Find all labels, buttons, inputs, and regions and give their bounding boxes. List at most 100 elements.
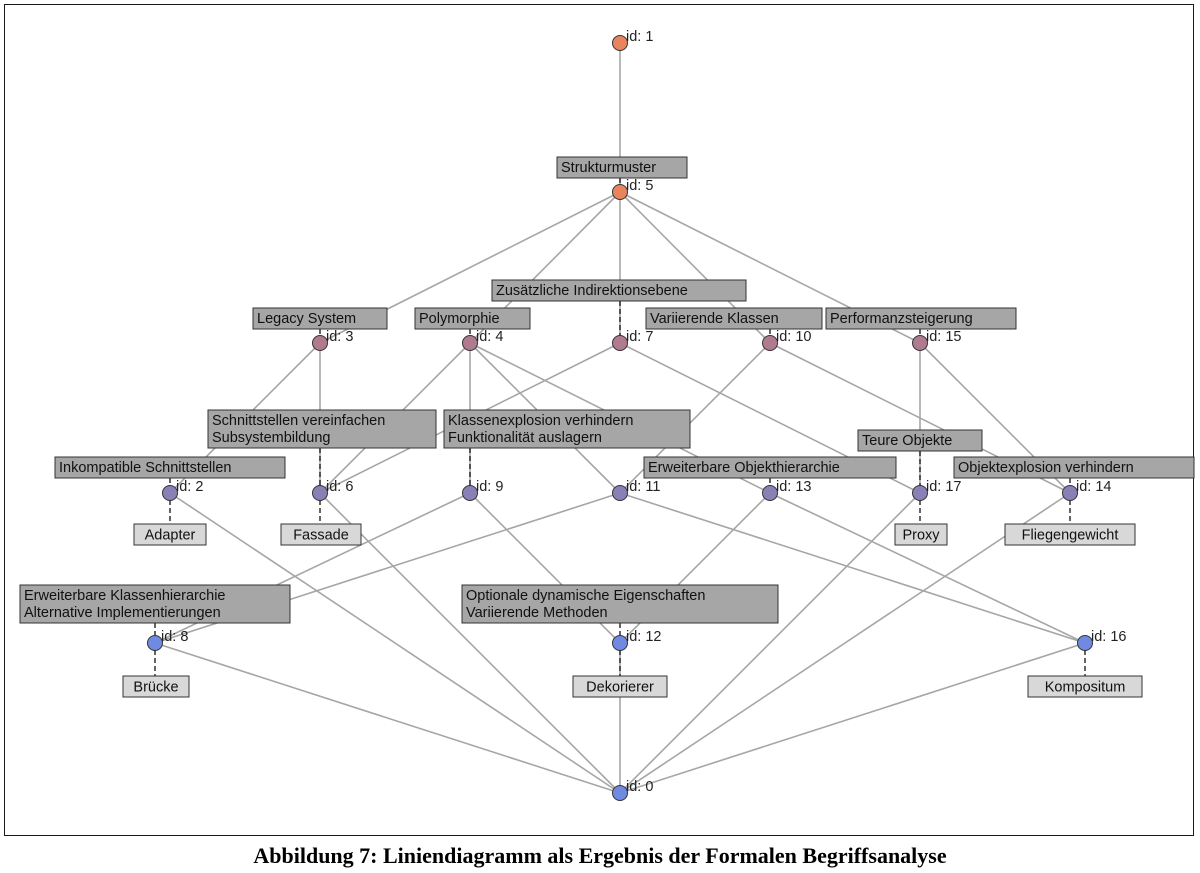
object-label: Adapter: [133, 523, 207, 546]
concept-node: id: 2: [162, 479, 203, 501]
concept-node-circle: [462, 335, 478, 351]
concept-lattice: id: 1 id: 5 id: 3 id: 4 id: 7 id: 10 id: 15 id:…: [19, 29, 1195, 801]
concept-node-id: id: 7: [626, 329, 653, 345]
concept-node-id: id: 13: [776, 479, 811, 495]
object-label: Dekorierer: [572, 675, 668, 698]
attribute-label-box: [414, 307, 531, 330]
attribute-label-text: Variierende Klassen: [650, 311, 779, 327]
attribute-label: Zusätzliche Indirektionsebene: [491, 279, 747, 302]
edge-6-0: [319, 492, 621, 794]
attribute-label-text: Funktionalität auslagern: [448, 430, 602, 446]
concept-node-circle: [162, 485, 178, 501]
attribute-label-box: [556, 156, 688, 179]
concept-node-circle: [612, 635, 628, 651]
attribute-label: Performanzsteigerung: [825, 307, 1017, 330]
edge-14-0: [619, 492, 1071, 794]
concept-node-circle: [762, 485, 778, 501]
concept-node: id: 8: [147, 629, 188, 651]
concept-node: id: 12: [612, 629, 661, 651]
concept-node-circle: [612, 785, 628, 801]
concept-node: id: 0: [612, 779, 653, 801]
object-label: Fliegengewicht: [1004, 523, 1136, 546]
attribute-label-text: Teure Objekte: [862, 433, 952, 449]
concept-node: id: 9: [462, 479, 503, 501]
concept-node: id: 17: [912, 479, 961, 501]
attribute-label-text: Variierende Methoden: [466, 605, 608, 621]
attribute-label: Optionale dynamische EigenschaftenVariie…: [461, 584, 779, 624]
concept-node-circle: [462, 485, 478, 501]
concept-node-id: id: 4: [476, 329, 503, 345]
attribute-label: Strukturmuster: [556, 156, 688, 179]
attribute-label: Teure Objekte: [857, 429, 983, 452]
attribute-label-box: [491, 279, 747, 302]
concept-node-circle: [312, 335, 328, 351]
concept-node-id: id: 17: [926, 479, 961, 495]
concept-node: id: 7: [612, 329, 653, 351]
object-label-text: Kompositum: [1045, 680, 1126, 696]
concept-node: id: 13: [762, 479, 811, 501]
attribute-label-box: [645, 307, 823, 330]
attribute-label-text: Erweiterbare Objekthierarchie: [648, 460, 840, 476]
concept-node-circle: [1062, 485, 1078, 501]
object-label-box: [1027, 675, 1143, 698]
object-label: Proxy: [894, 523, 948, 546]
concept-node-circle: [912, 335, 928, 351]
attribute-label: Variierende Klassen: [645, 307, 823, 330]
concept-node-id: id: 1: [626, 29, 653, 45]
object-label: Fassade: [280, 523, 362, 546]
concept-node-id: id: 0: [626, 779, 653, 795]
concept-node-circle: [312, 485, 328, 501]
concept-node-id: id: 2: [176, 479, 203, 495]
concept-node-id: id: 9: [476, 479, 503, 495]
attribute-label-text: Klassenexplosion verhindern: [448, 413, 633, 429]
concept-node-id: id: 8: [161, 629, 188, 645]
attribute-label: Legacy System: [252, 307, 388, 330]
attribute-label-box: [252, 307, 388, 330]
nodes-layer: id: 1 id: 5 id: 3 id: 4 id: 7 id: 10 id: 15 id:…: [147, 29, 1126, 801]
attribute-label-text: Legacy System: [257, 311, 356, 327]
attribute-label-box: [825, 307, 1017, 330]
concept-node: id: 15: [912, 329, 961, 351]
attribute-label-box: [207, 409, 437, 449]
object-label-text: Adapter: [145, 528, 196, 544]
object-label-box: [122, 675, 190, 698]
concept-node-id: id: 10: [776, 329, 811, 345]
attribute-label: Schnittstellen vereinfachenSubsystembild…: [207, 409, 437, 449]
object-label-box: [1004, 523, 1136, 546]
object-label-text: Brücke: [133, 680, 178, 696]
concept-node-id: id: 15: [926, 329, 961, 345]
attribute-label-text: Zusätzliche Indirektionsebene: [496, 283, 688, 299]
attribute-label-text: Schnittstellen vereinfachen: [212, 413, 385, 429]
concept-node-circle: [762, 335, 778, 351]
attribute-label-box: [461, 584, 779, 624]
concept-node: id: 5: [612, 178, 653, 200]
object-label-text: Proxy: [902, 528, 940, 544]
attribute-label-text: Erweiterbare Klassenhierarchie: [24, 588, 226, 604]
concept-node-circle: [912, 485, 928, 501]
concept-node-circle: [612, 184, 628, 200]
attribute-label-text: Optionale dynamische Eigenschaften: [466, 588, 705, 604]
attribute-label-box: [443, 409, 691, 449]
attribute-label-box: [54, 456, 286, 479]
attribute-label-box: [19, 584, 291, 624]
object-label-box: [280, 523, 362, 546]
attribute-label: Inkompatible Schnittstellen: [54, 456, 286, 479]
attribute-label: Erweiterbare KlassenhierarchieAlternativ…: [19, 584, 291, 624]
concept-node: id: 14: [1062, 479, 1111, 501]
attribute-label-text: Objektexplosion verhindern: [958, 460, 1134, 476]
concept-node: id: 3: [312, 329, 353, 351]
attribute-label-text: Inkompatible Schnittstellen: [59, 460, 232, 476]
concept-node-circle: [147, 635, 163, 651]
object-label-box: [133, 523, 207, 546]
concept-node-id: id: 12: [626, 629, 661, 645]
figure-caption: Abbildung 7: Liniendiagramm als Ergebnis…: [253, 843, 947, 868]
concept-node-id: id: 3: [326, 329, 353, 345]
connectors-layer: [154, 178, 1086, 676]
object-label-box: [894, 523, 948, 546]
concept-node-id: id: 5: [626, 178, 653, 194]
concept-node: id: 16: [1077, 629, 1126, 651]
concept-node: id: 4: [462, 329, 503, 351]
attribute-label-box: [643, 456, 897, 479]
concept-node-circle: [612, 35, 628, 51]
edge-13-16: [769, 492, 1086, 644]
